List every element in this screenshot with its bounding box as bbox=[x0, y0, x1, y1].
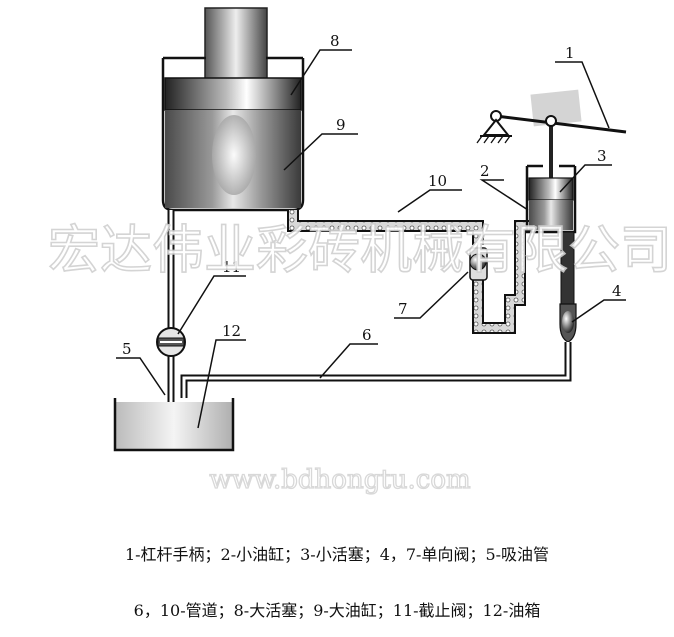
small-piston bbox=[528, 177, 574, 201]
leader-lines bbox=[116, 49, 626, 429]
label-1: 1 bbox=[565, 44, 575, 62]
pipe-10 bbox=[287, 210, 532, 334]
small-cylinder bbox=[525, 120, 577, 305]
legend-line-2: 6，10-管道；8-大活塞；9-大油缸；11-截止阀；12-油箱 bbox=[133, 601, 541, 620]
oil-highlight bbox=[212, 115, 256, 195]
label-2: 2 bbox=[480, 162, 490, 180]
label-6: 6 bbox=[362, 326, 372, 344]
watermark-url: www.bdhongtu.com bbox=[209, 465, 470, 495]
pipe-6 bbox=[180, 342, 572, 398]
label-4: 4 bbox=[612, 282, 622, 300]
small-cylinder-oil bbox=[529, 200, 573, 230]
label-10: 10 bbox=[428, 172, 447, 190]
valve-ball-7 bbox=[469, 253, 487, 271]
label-5: 5 bbox=[122, 340, 132, 358]
lever-shadow bbox=[530, 89, 582, 127]
legend-line-1: 1-杠杆手柄；2-小油缸；3-小活塞；4，7-单向阀；5-吸油管 bbox=[124, 545, 550, 564]
label-3: 3 bbox=[597, 147, 607, 165]
label-11: 11 bbox=[222, 258, 241, 276]
label-8: 8 bbox=[330, 32, 340, 50]
label-7: 7 bbox=[398, 300, 408, 318]
watermark-chinese: 宏达伟业彩砖机械有限公司 bbox=[48, 221, 672, 281]
small-cylinder-wall bbox=[525, 164, 577, 234]
oil-tank bbox=[113, 398, 235, 452]
lever-joint bbox=[545, 115, 557, 127]
label-9: 9 bbox=[336, 116, 346, 134]
check-valve-4 bbox=[559, 303, 577, 343]
label-12: 12 bbox=[222, 322, 241, 340]
check-valve-7 bbox=[469, 247, 488, 281]
lever-handle bbox=[476, 89, 627, 144]
stop-valve-11 bbox=[156, 327, 186, 357]
large-piston-rod bbox=[204, 7, 268, 83]
large-piston bbox=[164, 77, 302, 111]
large-cylinder-wall bbox=[161, 56, 305, 212]
large-cylinder bbox=[161, 7, 305, 212]
tank-oil bbox=[116, 402, 232, 450]
